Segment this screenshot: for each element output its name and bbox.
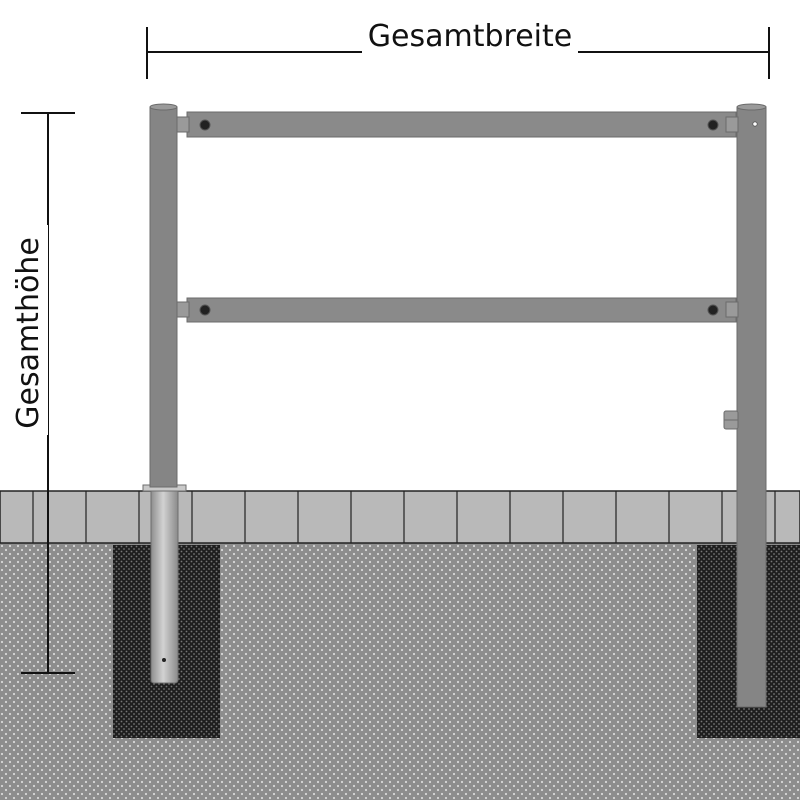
top-rail [176,111,739,138]
sleeve-drain-hole [162,658,166,662]
width-dimension: Gesamtbreite [146,19,770,79]
post-cap-right [736,103,767,111]
total-height-label: Gesamthöhe [11,237,46,429]
bolt-icon [707,304,719,316]
bolt-icon [707,119,719,131]
total-width-label: Gesamtbreite [368,19,572,54]
post-right [736,106,767,708]
post-cap-left [149,103,178,111]
middle-rail [176,297,739,323]
ground-sleeve-left [150,486,179,684]
height-dimension: Gesamthöhe [10,112,75,674]
bolt-icon [199,119,211,131]
bolt-icon [199,304,211,316]
post-right-hole [752,121,758,127]
paving-stones [0,490,800,544]
post-left [149,106,178,488]
